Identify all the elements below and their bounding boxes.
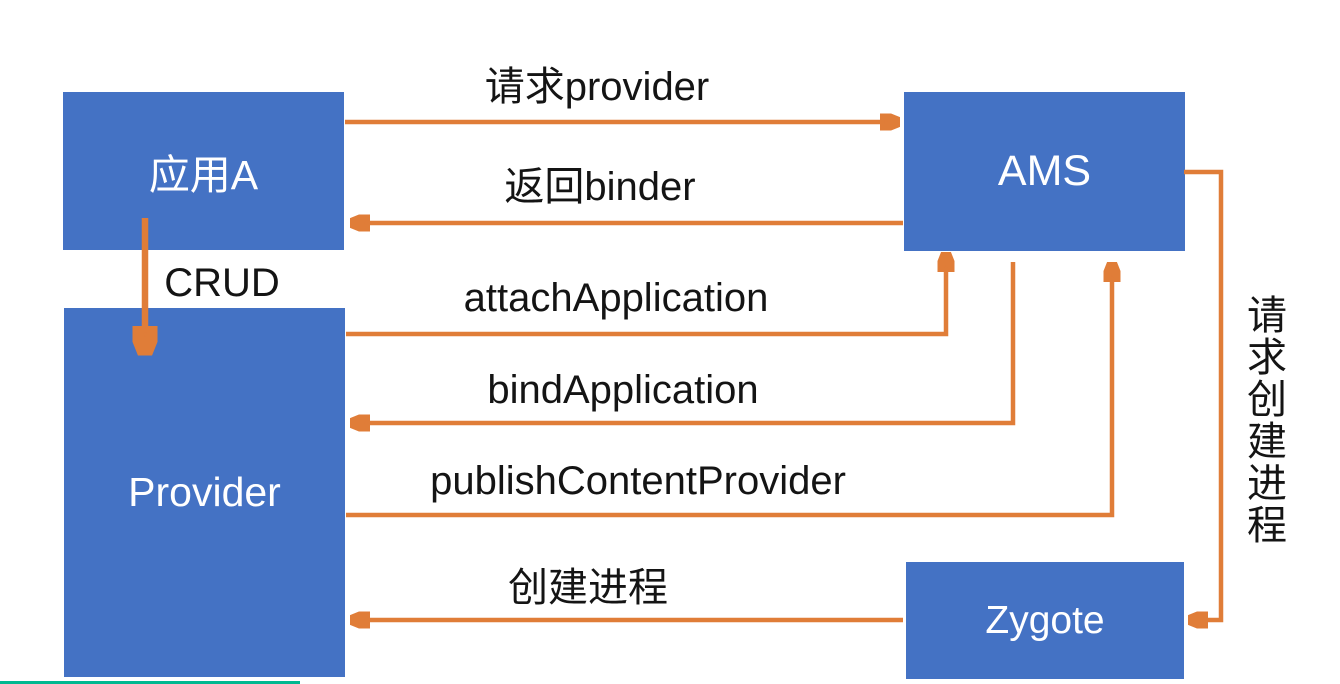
label-create-process: 创建进程 — [508, 566, 668, 610]
node-app-a: 应用A — [63, 92, 344, 250]
label-return-binder: 返回binder — [504, 165, 696, 209]
node-provider-label: Provider — [128, 469, 281, 515]
label-request-create-process: 请求创建进程 — [1241, 294, 1285, 546]
node-ams: AMS — [904, 92, 1185, 251]
label-request-provider: 请求provider — [484, 65, 710, 109]
node-app-a-label: 应用A — [148, 152, 259, 198]
label-attach-application: attachApplication — [463, 276, 769, 320]
node-zygote: Zygote — [906, 562, 1184, 679]
arrow-request-create-process-icon — [1184, 169, 1224, 620]
bottom-accent-line — [0, 681, 300, 684]
label-bind-application: bindApplication — [487, 368, 759, 412]
node-provider: Provider — [64, 308, 345, 677]
label-publish-content-provider: publishContentProvider — [430, 459, 846, 503]
node-ams-label: AMS — [997, 147, 1092, 195]
node-zygote-label: Zygote — [985, 598, 1105, 642]
label-crud: CRUD — [164, 261, 280, 305]
